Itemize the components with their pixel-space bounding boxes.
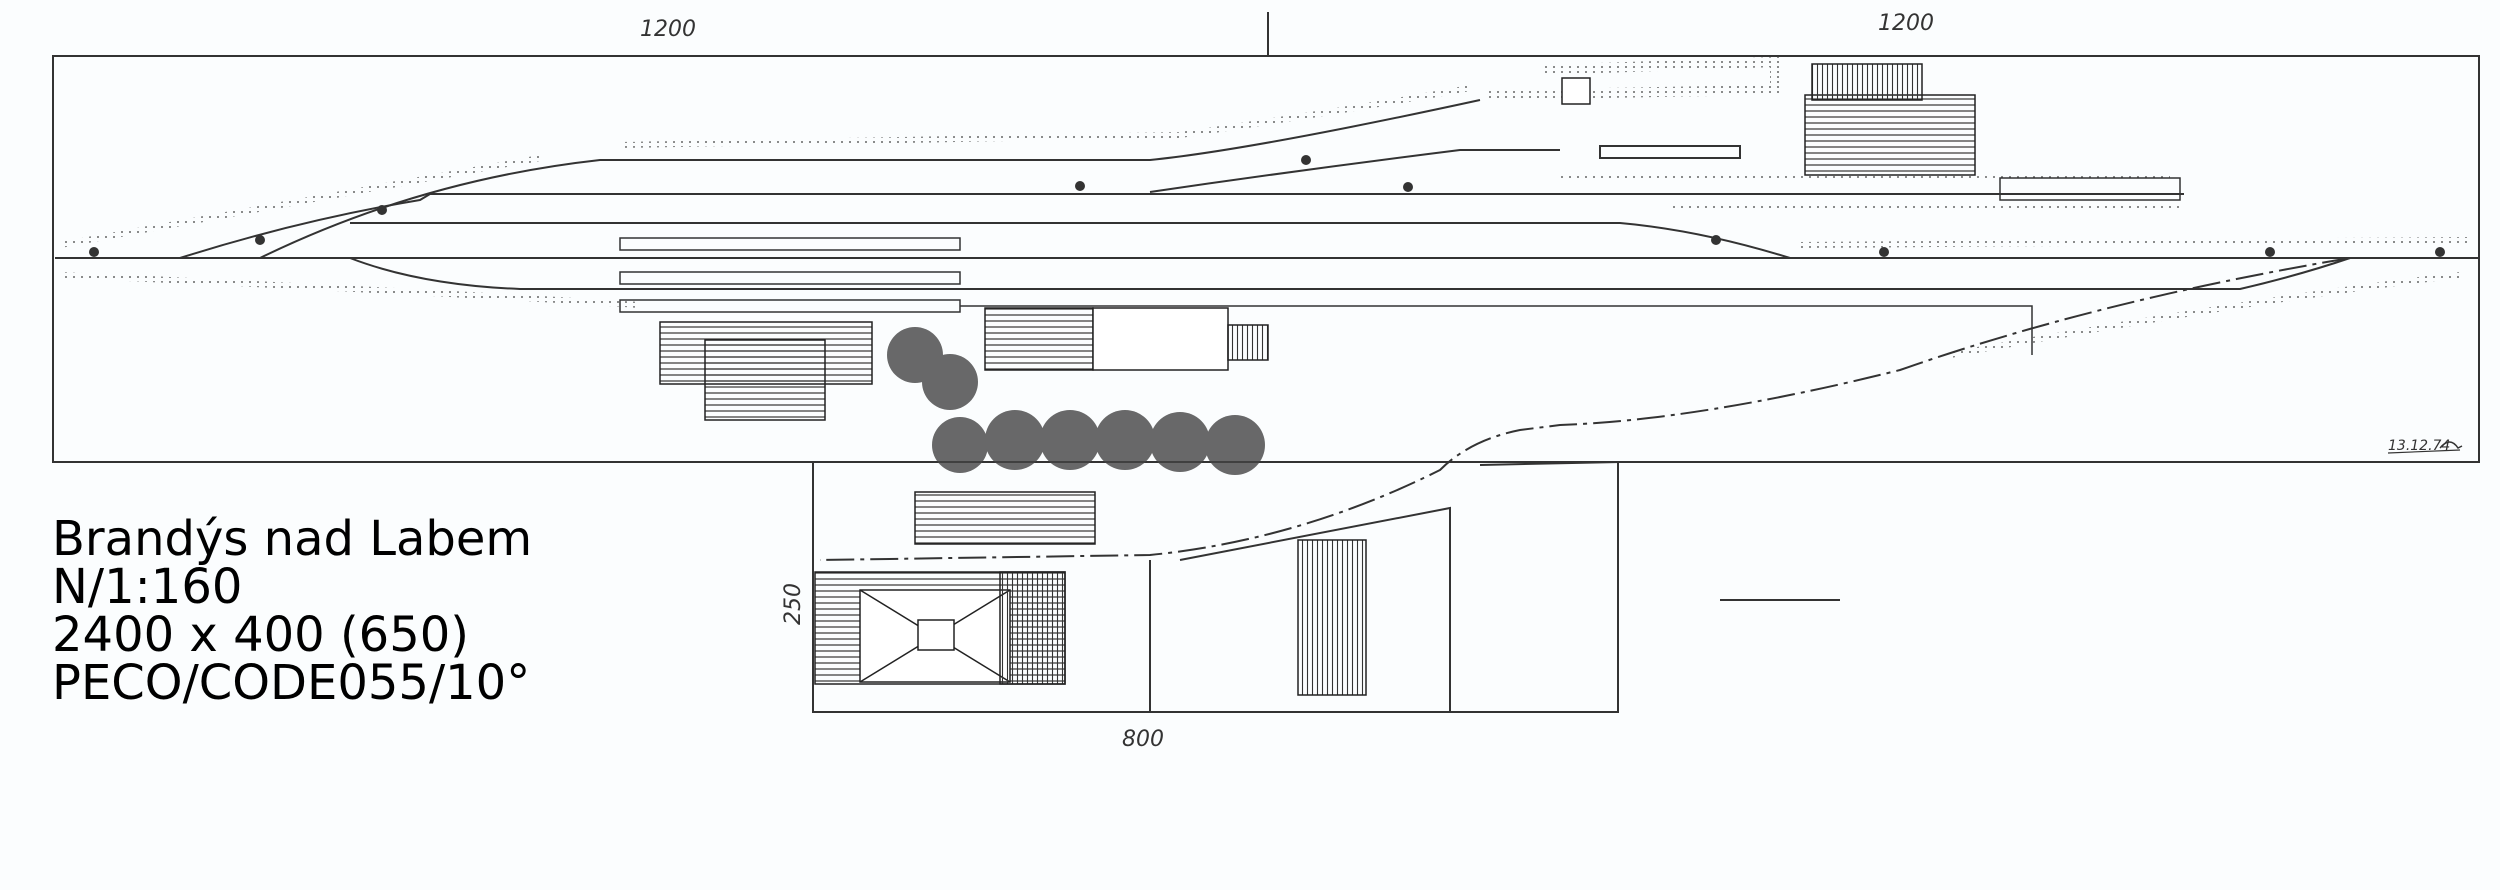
dimension-top-left: 1200	[640, 17, 696, 42]
tracks	[55, 99, 2478, 712]
dimension-extension-depth: 250	[781, 583, 806, 625]
signature-date: 13.12.74	[2388, 438, 2450, 454]
trees	[887, 327, 1265, 475]
buildings	[659, 63, 1976, 696]
embankments	[59, 56, 2471, 358]
layout-size: 2400 x 400 (650)	[52, 607, 470, 663]
layout-track-system: PECO/CODE055/10°	[52, 655, 531, 711]
signature: 13.12.74	[2387, 438, 2463, 454]
platforms	[619, 237, 2033, 355]
layout-caption: Brandýs nad Labem N/1:160 2400 x 400 (65…	[52, 515, 532, 707]
dimension-top-right: 1200	[1878, 11, 1934, 36]
main-board-outline	[52, 55, 2480, 463]
layout-scale: N/1:160	[52, 559, 243, 615]
signal-icons	[89, 155, 2445, 257]
extension-board-outline	[812, 462, 1619, 713]
dimension-extension-width: 800	[1122, 727, 1164, 752]
layout-title: Brandýs nad Labem	[52, 511, 533, 567]
goods-shed	[1804, 94, 1976, 176]
